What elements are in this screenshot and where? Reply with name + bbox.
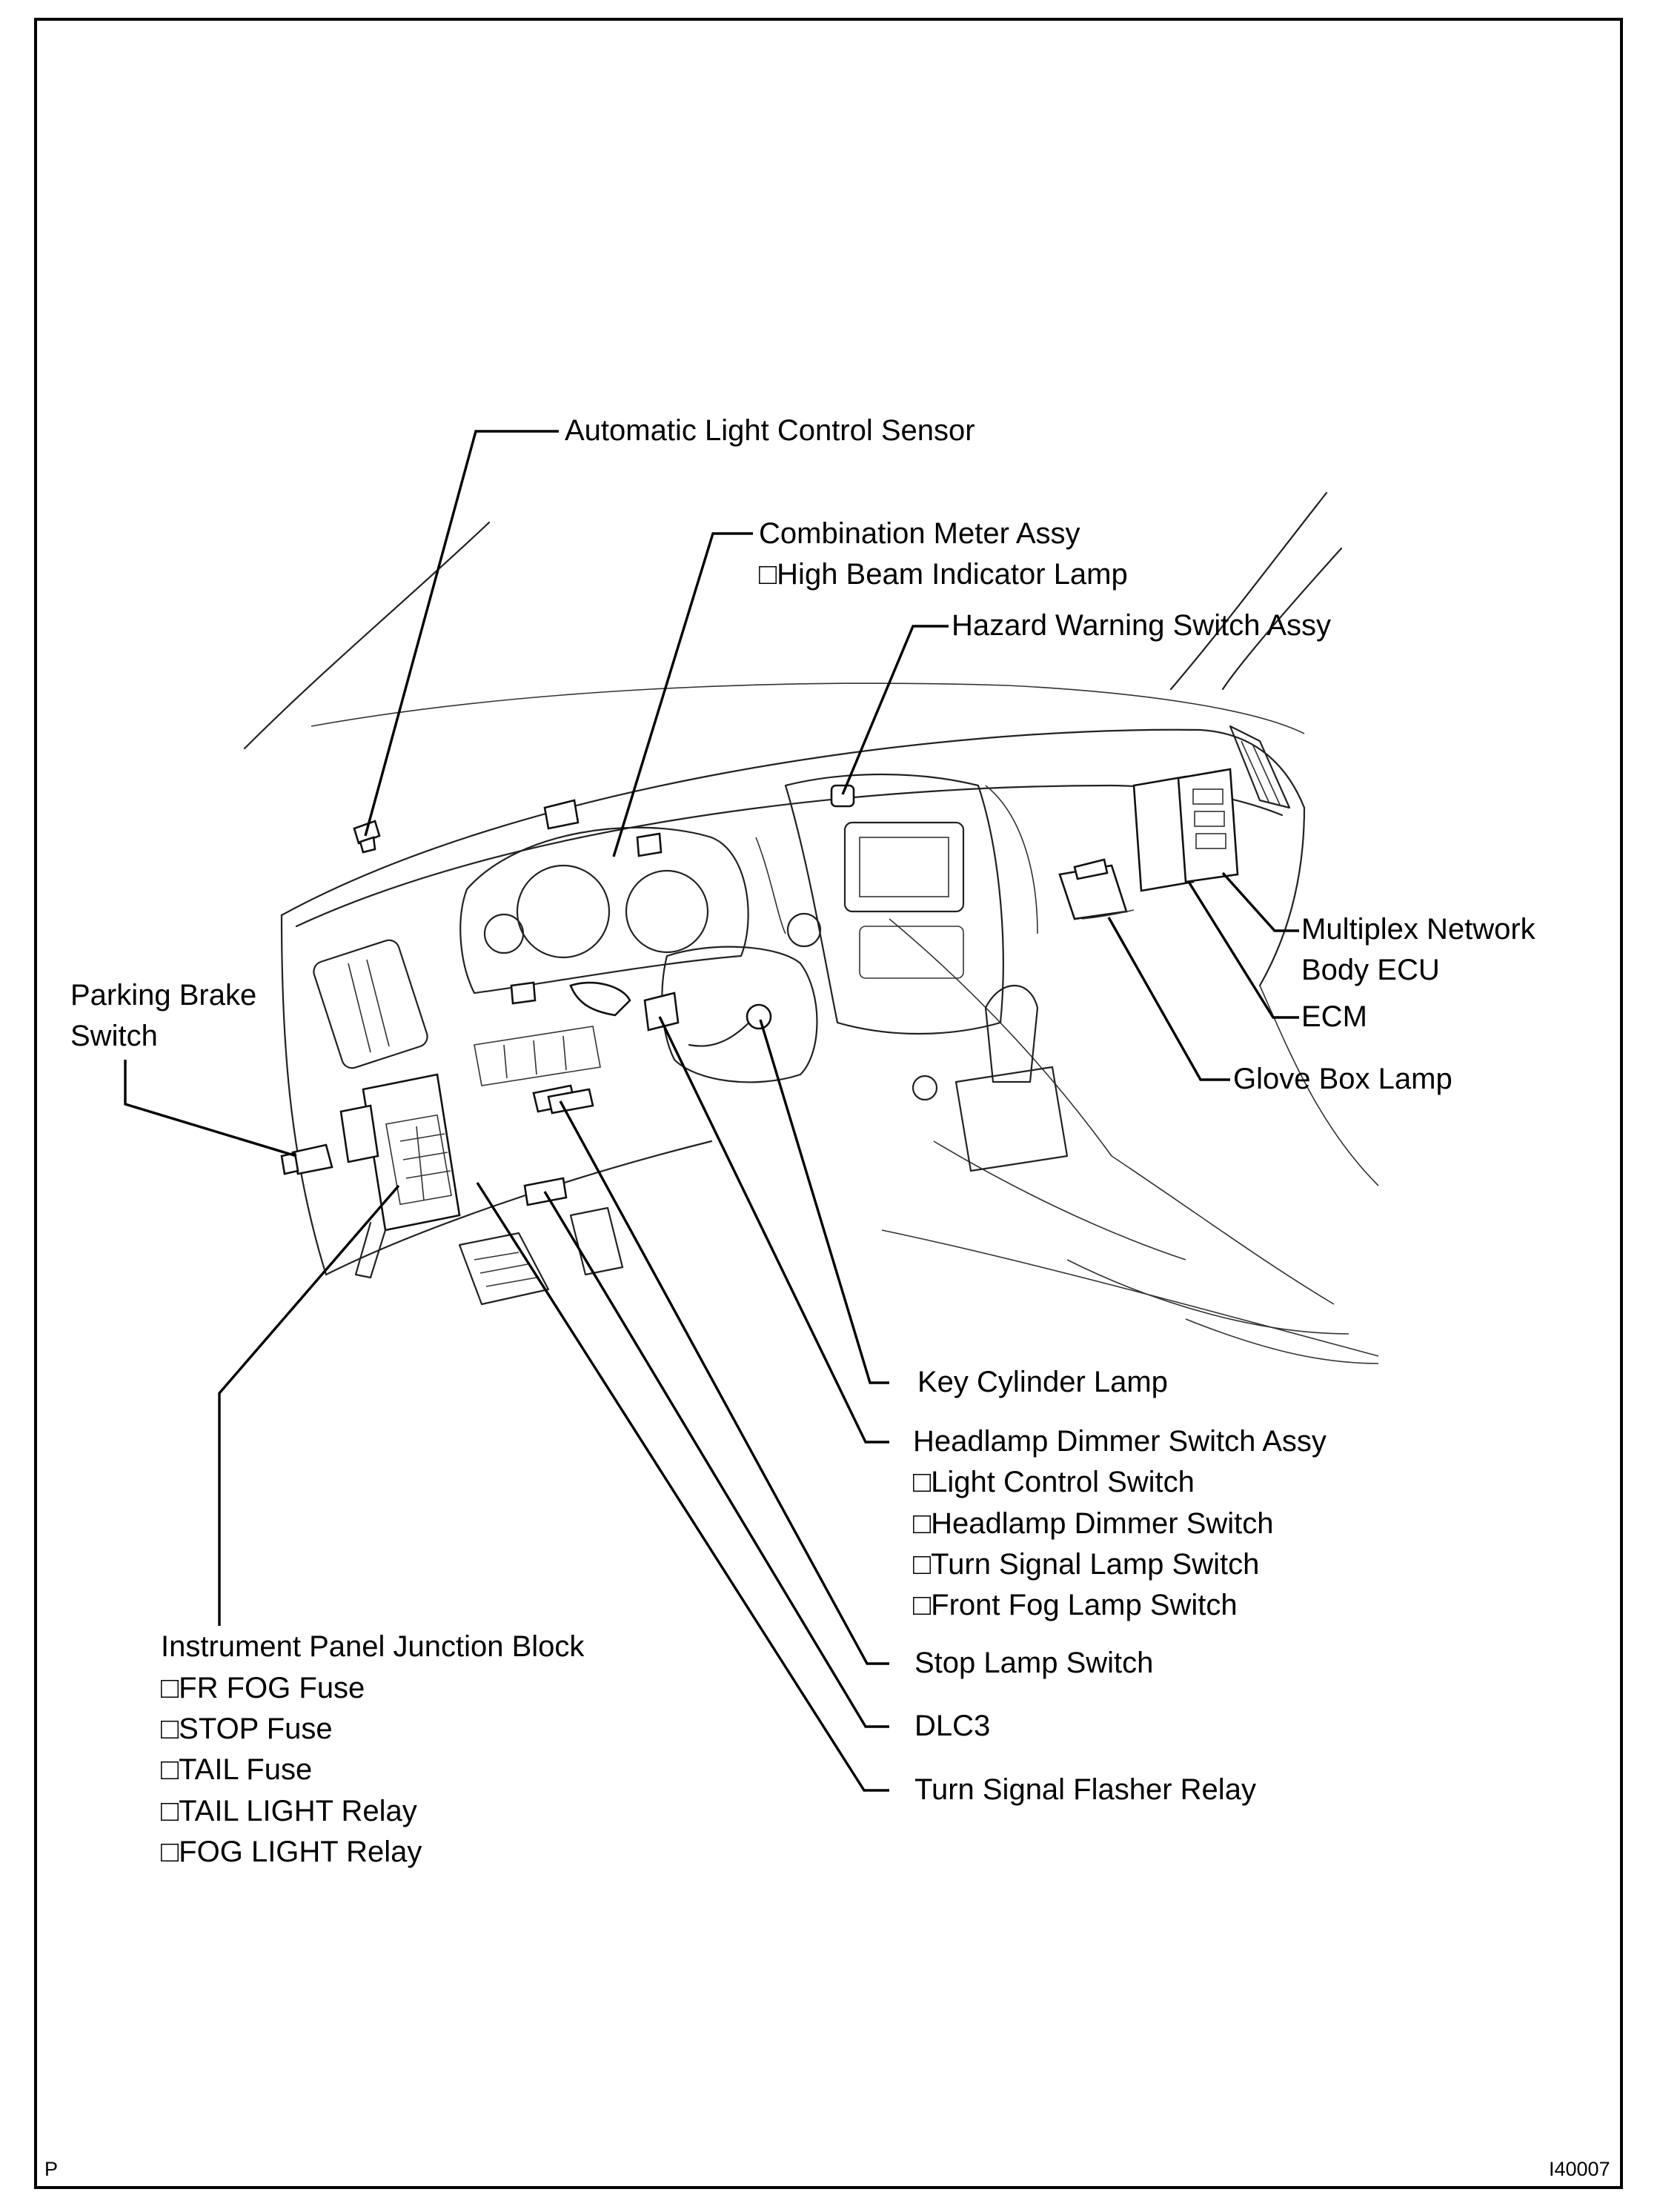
label-hazard-switch: Hazard Warning Switch Assy [952, 609, 1332, 642]
gear-shifter [912, 984, 1069, 1172]
lower-dash-switches [474, 1026, 601, 1115]
label-fr-fog-fuse: FR FOG Fuse [161, 1667, 365, 1709]
label-stop-fuse: STOP Fuse [161, 1708, 333, 1750]
parking-brake-switch-part [280, 1143, 333, 1175]
label-parking-brake-line1: Parking Brake [70, 979, 257, 1012]
combination-meter [459, 799, 749, 1005]
windshield-outline [243, 491, 1343, 750]
label-multiplex-ecu-line1: Multiplex Network [1301, 913, 1536, 946]
right-vent [1229, 725, 1291, 809]
label-ecm: ECM [1301, 1000, 1367, 1033]
left-vent [313, 939, 428, 1069]
label-glove-box-lamp: Glove Box Lamp [1233, 1063, 1452, 1095]
label-turn-signal-relay: Turn Signal Flasher Relay [914, 1773, 1256, 1806]
label-parking-brake-line2: Switch [70, 1020, 158, 1052]
leader-lines [124, 430, 1299, 1792]
label-high-beam-lamp: High Beam Indicator Lamp [759, 554, 1128, 595]
label-light-control-switch: Light Control Switch [913, 1461, 1195, 1503]
label-dlc3: DLC3 [914, 1710, 991, 1742]
label-key-cylinder-lamp: Key Cylinder Lamp [917, 1366, 1168, 1398]
junction-block [339, 1073, 461, 1279]
label-ip-junction-block: Instrument Panel Junction Block [161, 1630, 585, 1663]
label-auto-light-sensor: Automatic Light Control Sensor [565, 414, 975, 447]
label-headlamp-dimmer-switch: Headlamp Dimmer Switch [913, 1503, 1273, 1544]
label-fog-light-relay: FOG LIGHT Relay [161, 1831, 422, 1873]
label-tail-fuse: TAIL Fuse [161, 1749, 312, 1790]
label-stop-lamp-switch: Stop Lamp Switch [914, 1647, 1154, 1679]
pedals [458, 1206, 624, 1306]
label-multiplex-ecu-line2: Body ECU [1301, 954, 1440, 986]
label-tail-light-relay: TAIL LIGHT Relay [161, 1790, 417, 1832]
glove-box-lamp-part [1058, 858, 1135, 920]
center-console [755, 773, 1038, 1035]
multiplex-ecu-and-ecm [1132, 768, 1239, 892]
label-turn-signal-lamp-switch: Turn Signal Lamp Switch [913, 1544, 1259, 1585]
label-headlamp-dimmer-assy: Headlamp Dimmer Switch Assy [913, 1425, 1327, 1458]
figure-id: I40007 [1549, 2158, 1610, 2180]
label-front-fog-lamp-switch: Front Fog Lamp Switch [913, 1584, 1238, 1626]
steering-column [569, 912, 822, 1083]
corner-mark-left: P [44, 2158, 59, 2180]
label-combination-meter: Combination Meter Assy [759, 517, 1080, 550]
